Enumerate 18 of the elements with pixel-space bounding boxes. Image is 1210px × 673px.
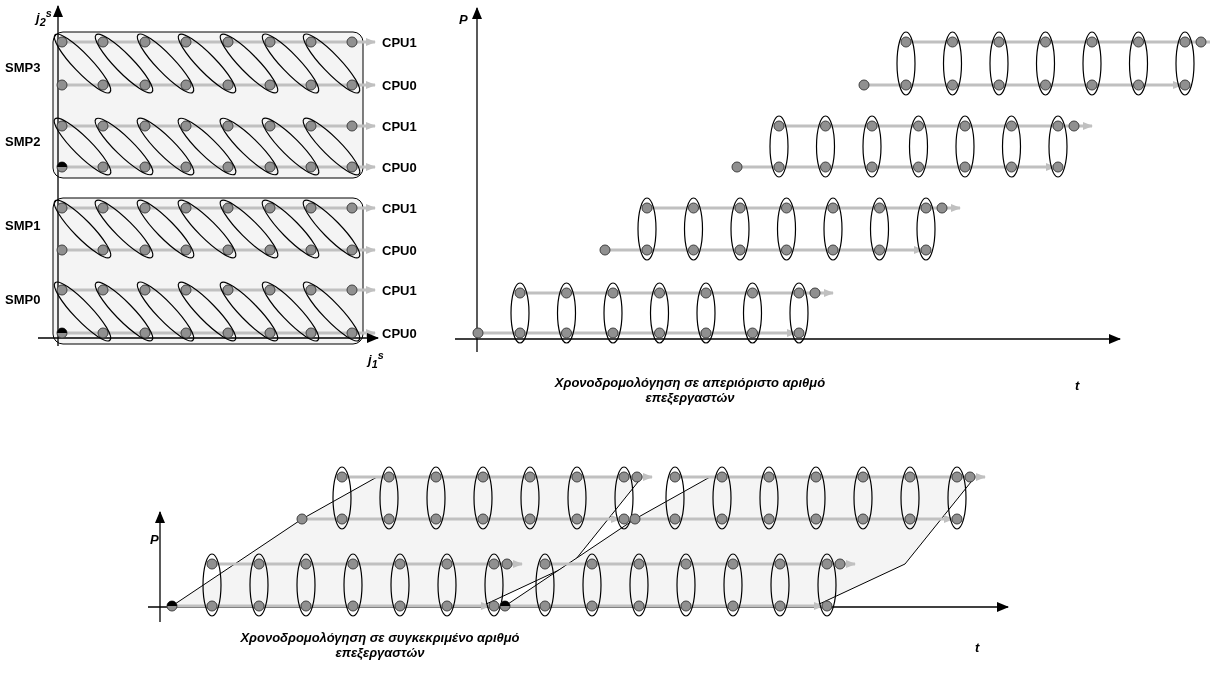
chart-caption: Χρονοδρομολόγηση σε συγκεκριμένο αριθμό επεξεργαστών [240, 630, 520, 660]
row-label: CPU1 [382, 201, 417, 216]
group-label: SMP0 [5, 292, 41, 307]
axis-label: t [975, 640, 980, 655]
group-label: SMP3 [5, 60, 41, 75]
row-label: CPU1 [382, 283, 417, 298]
axis-label: t [1075, 378, 1080, 393]
axis-label: P [150, 532, 159, 547]
row-label: CPU1 [382, 119, 417, 134]
row-label: CPU0 [382, 326, 417, 341]
row-label: CPU0 [382, 160, 417, 175]
chart-caption: Χρονοδρομολόγηση σε απεριόριστο αριθμό επεξεργαστών [553, 375, 827, 405]
row-label: CPU0 [382, 78, 417, 93]
row-label: CPU0 [382, 243, 417, 258]
group-label: SMP1 [5, 218, 41, 233]
axis-label: P [459, 12, 468, 27]
row-label: CPU1 [382, 35, 417, 50]
group-label: SMP2 [5, 134, 41, 149]
